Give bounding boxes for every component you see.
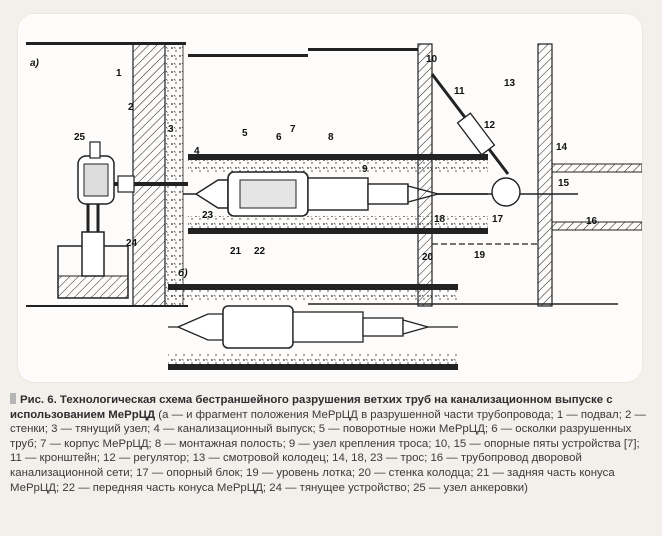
callout-6: 6 (276, 132, 282, 143)
callout-19: 19 (474, 250, 486, 261)
figure-caption: Рис. 6. Технологическая схема бестраншей… (10, 393, 650, 495)
callout-22: 22 (254, 246, 266, 257)
pipe-bursting-schematic: а) б) 1 2 3 4 5 6 7 8 9 10 11 12 13 14 1… (26, 42, 642, 370)
caption-body: (а — и фрагмент положения МеРрЦД в разру… (10, 408, 646, 494)
callout-20: 20 (422, 252, 434, 263)
callout-17: 17 (492, 214, 504, 225)
figure-panel: а) б) 1 2 3 4 5 6 7 8 9 10 11 12 13 14 1… (18, 14, 642, 382)
callout-11: 11 (454, 86, 465, 97)
callout-14: 14 (556, 142, 568, 153)
callout-1: 1 (116, 68, 122, 79)
anchoring-unit (77, 141, 188, 205)
callout-12: 12 (484, 120, 496, 131)
callout-15: 15 (558, 178, 570, 189)
panel-a-label: а) (30, 58, 40, 69)
inspection-manhole (308, 43, 642, 307)
caption-marker (10, 393, 16, 404)
callout-13: 13 (504, 78, 516, 89)
callout-25: 25 (74, 132, 86, 143)
callout-4: 4 (194, 146, 200, 157)
callout-7: 7 (290, 124, 296, 135)
caption-heading: Рис. 6. Технологическая схема бестраншей… (10, 394, 613, 421)
detail-fragment (168, 284, 458, 370)
callout-23: 23 (202, 210, 214, 221)
callout-2: 2 (128, 102, 134, 113)
basement-wall (26, 42, 188, 307)
callout-16: 16 (586, 216, 598, 227)
callout-21: 21 (230, 246, 242, 257)
callout-18: 18 (434, 214, 446, 225)
callout-3: 3 (168, 124, 174, 135)
callout-9: 9 (362, 164, 368, 175)
burster-body (194, 171, 578, 217)
callout-8: 8 (328, 132, 334, 143)
callout-10: 10 (426, 54, 438, 65)
callout-24: 24 (126, 238, 138, 249)
pulling-device (57, 204, 129, 299)
callout-5: 5 (242, 128, 248, 139)
callout-labels: 1 2 3 4 5 6 7 8 9 10 11 12 13 14 15 16 1… (74, 54, 598, 263)
panel-b-label: б) (178, 267, 188, 279)
